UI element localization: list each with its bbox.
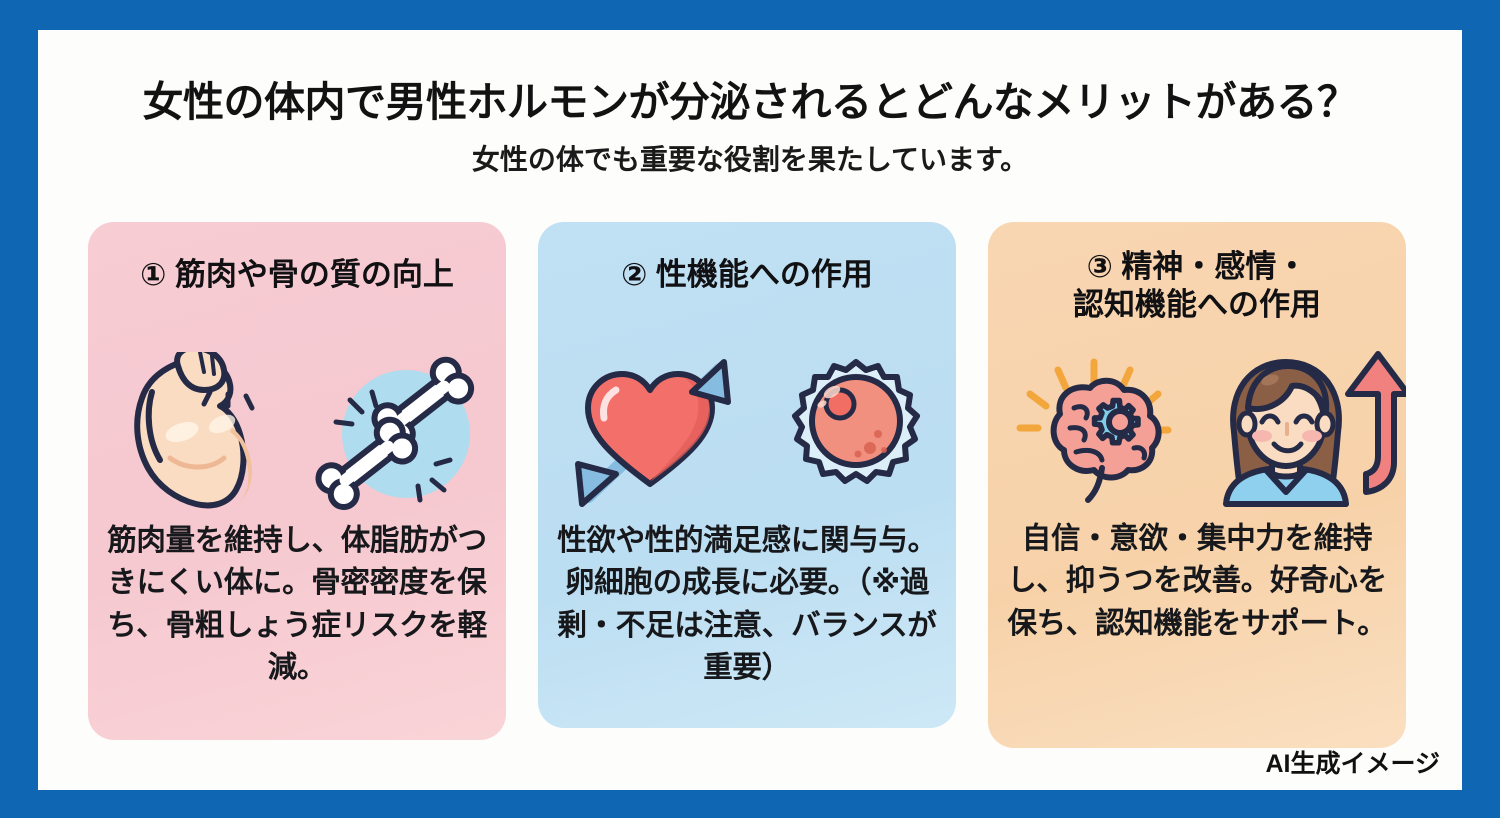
card-body-2: 性欲や性的満足感に関与与。卵細胞の成長に必要。（※過剰・不足は注意、バランスが重… (557, 524, 937, 685)
benefit-cards: ① 筋肉や骨の質の向上 (38, 30, 1462, 790)
heart-arrow-icon (575, 359, 731, 507)
up-arrow-icon (1345, 351, 1406, 495)
card-art-1 (88, 352, 506, 512)
brain-gear-icon (1016, 358, 1172, 503)
card-sexual-function: ② 性機能への作用 (538, 222, 956, 728)
card-title-3: ③ 精神・感情・ 認知機能への作用 (1073, 249, 1321, 323)
card-title-2: ② 性機能への作用 (621, 257, 873, 292)
card-title-1: ① 筋肉や骨の質の向上 (140, 257, 454, 292)
smiling-woman-arrow-icon (1223, 351, 1406, 507)
bones-icon (315, 356, 475, 511)
card-body-3: 自信・意欲・集中力を維持し、抑うつを改善。好奇心を保ち、認知機能をサポート。 (1007, 522, 1387, 640)
card-art-3 (988, 348, 1406, 508)
page-title: 女性の体内で男性ホルモンが分泌されるとどんなメリットがある？ (142, 79, 1359, 125)
egg-cell-icon (792, 359, 920, 484)
card-muscle-bone: ① 筋肉や骨の質の向上 (88, 222, 506, 740)
card-art-2 (538, 352, 956, 512)
page-subtitle: 女性の体でも重要な役割を果たしています。 (471, 144, 1029, 175)
poster-inner-sheet: 女性の体内で男性ホルモンが分泌されるとどんなメリットがある？ 女性の体でも重要な… (38, 30, 1462, 790)
sparkle-marks (333, 389, 453, 503)
flexed-bicep-icon (134, 352, 255, 509)
card-mental-cognitive: ③ 精神・感情・ 認知機能への作用 (988, 222, 1406, 748)
ai-generated-credit: AI生成イメージ (1265, 750, 1440, 778)
gear-icon (1091, 397, 1141, 446)
card-body-1: 筋肉量を維持し、体脂肪がつきにくい体に。骨密密度を保ち、骨粗しょう症リスクを軽減… (107, 524, 487, 685)
